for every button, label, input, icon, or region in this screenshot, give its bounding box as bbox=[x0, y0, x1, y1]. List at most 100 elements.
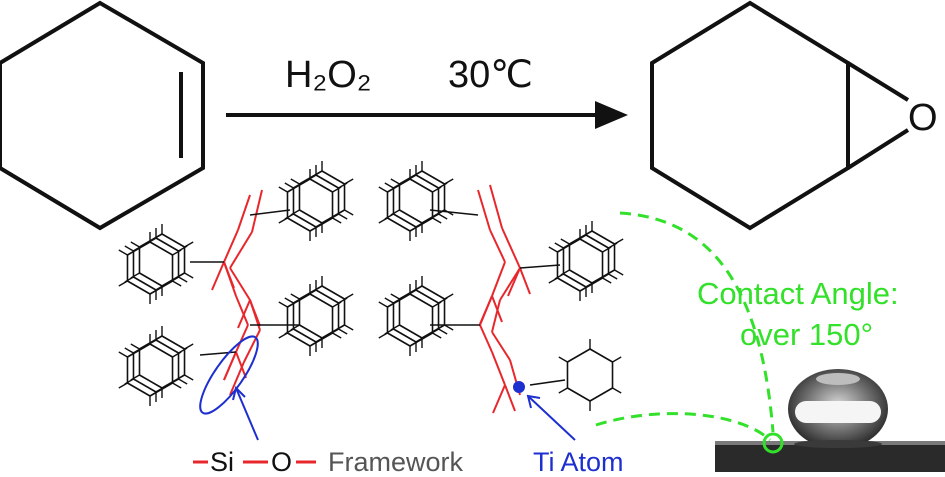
phenyl-bond bbox=[299, 209, 323, 224]
phenyl-bond bbox=[161, 233, 185, 248]
si-o-bond bbox=[223, 261, 235, 289]
c-h-bond bbox=[378, 301, 388, 308]
phenyl-bond bbox=[127, 280, 151, 295]
phenyl-bond bbox=[299, 324, 323, 339]
c-h-bond bbox=[612, 356, 622, 363]
epoxide-product-structure bbox=[650, 0, 910, 231]
phenyl-bond bbox=[421, 324, 445, 339]
c-h-bond bbox=[390, 178, 400, 185]
c-h-bond bbox=[290, 178, 300, 185]
contact-point-marker bbox=[762, 432, 784, 454]
c-h-bond bbox=[390, 324, 400, 331]
c-h-bond bbox=[390, 293, 400, 300]
phenyl-bond bbox=[399, 285, 423, 300]
c-h-bond bbox=[444, 178, 454, 185]
phenyl-bond bbox=[315, 289, 339, 304]
c-h-bond bbox=[172, 280, 182, 287]
phenyl-bond bbox=[589, 348, 613, 363]
c-h-bond bbox=[178, 378, 188, 385]
c-h-bond bbox=[558, 356, 568, 363]
phenyl-bond bbox=[393, 213, 417, 228]
c-h-bond bbox=[344, 324, 354, 331]
legend-ti-atom: Ti Atom bbox=[533, 447, 624, 472]
si-o-framework-model bbox=[118, 161, 624, 414]
phenyl-bond bbox=[399, 170, 423, 185]
si-o-bond bbox=[489, 229, 506, 263]
c-h-bond bbox=[608, 273, 618, 280]
si-c-bond bbox=[249, 209, 291, 216]
si-o-bond bbox=[489, 184, 503, 229]
si-o-highlight-ellipse bbox=[199, 335, 259, 415]
phenyl-bond bbox=[139, 272, 163, 287]
c-h-bond bbox=[284, 182, 294, 189]
si-o-bond bbox=[237, 194, 251, 231]
phenyl-bond bbox=[299, 170, 323, 185]
phenyl-bond bbox=[309, 293, 333, 308]
si-o-bond bbox=[229, 267, 251, 301]
c-h-bond bbox=[548, 246, 558, 253]
phenyl-bond bbox=[585, 234, 609, 249]
c-h-bond bbox=[184, 272, 194, 279]
c-h-bond bbox=[444, 209, 454, 216]
si-o-bond bbox=[223, 351, 237, 381]
phenyl-bond bbox=[161, 335, 185, 350]
c-h-bond bbox=[118, 249, 128, 256]
c-h-bond bbox=[384, 182, 394, 189]
phenyl-bond bbox=[567, 387, 591, 402]
phenyl-bond bbox=[293, 328, 317, 343]
c-h-bond bbox=[290, 209, 300, 216]
legend-o: O bbox=[271, 447, 292, 472]
si-o-bond bbox=[491, 351, 506, 386]
phenyl-bond bbox=[409, 178, 433, 193]
c-h-bond bbox=[438, 328, 448, 335]
c-h-bond bbox=[438, 213, 448, 220]
phenyl-bond bbox=[579, 238, 603, 253]
c-h-bond bbox=[124, 245, 134, 252]
si-o-bond bbox=[229, 231, 253, 269]
c-h-bond bbox=[130, 374, 140, 381]
c-h-bond bbox=[560, 238, 570, 245]
c-h-bond bbox=[130, 343, 140, 350]
c-h-bond bbox=[384, 297, 394, 304]
si-o-bond bbox=[243, 329, 261, 363]
phenyl-bond bbox=[387, 332, 411, 347]
phenyl-bond bbox=[149, 343, 173, 358]
si-o-bond bbox=[479, 324, 493, 353]
phenyl-bond bbox=[569, 230, 593, 245]
si-o-bond bbox=[211, 261, 225, 291]
c-h-bond bbox=[338, 213, 348, 220]
c-h-bond bbox=[560, 269, 570, 276]
c-h-bond bbox=[344, 178, 354, 185]
phenyl-bond bbox=[309, 178, 333, 193]
c-h-bond bbox=[444, 324, 454, 331]
phenyl-bond bbox=[567, 348, 591, 363]
legend-framework: Framework bbox=[328, 447, 464, 472]
phenyl-bond bbox=[563, 273, 587, 288]
c-h-bond bbox=[124, 347, 134, 354]
phenyl-bond bbox=[321, 209, 345, 224]
temperature-label: 30℃ bbox=[448, 54, 533, 96]
phenyl-bond bbox=[387, 217, 411, 232]
c-h-bond bbox=[290, 324, 300, 331]
phenyl-bond bbox=[421, 170, 445, 185]
si-o-bond bbox=[235, 351, 247, 379]
phenyl-bond bbox=[591, 230, 615, 245]
phenyl-bond bbox=[409, 293, 433, 308]
si-o-bond bbox=[249, 299, 261, 327]
phenyl-bond bbox=[589, 387, 613, 402]
si-o-bond bbox=[477, 189, 491, 231]
phenyl-bond bbox=[415, 289, 439, 304]
phenyl-bond bbox=[155, 237, 179, 252]
c-h-bond bbox=[332, 332, 342, 339]
reagent-label: H₂O₂ bbox=[285, 54, 372, 96]
phenyl-bond bbox=[139, 374, 163, 389]
c-h-bond bbox=[558, 387, 568, 394]
c-h-bond bbox=[184, 241, 194, 248]
phenyl-bond bbox=[569, 269, 593, 284]
ti-atom-marker bbox=[513, 381, 525, 393]
ti-atom-pointer bbox=[526, 394, 576, 441]
c-h-bond bbox=[614, 238, 624, 245]
si-o-bond bbox=[507, 267, 521, 297]
phenyl-bond bbox=[139, 233, 163, 248]
